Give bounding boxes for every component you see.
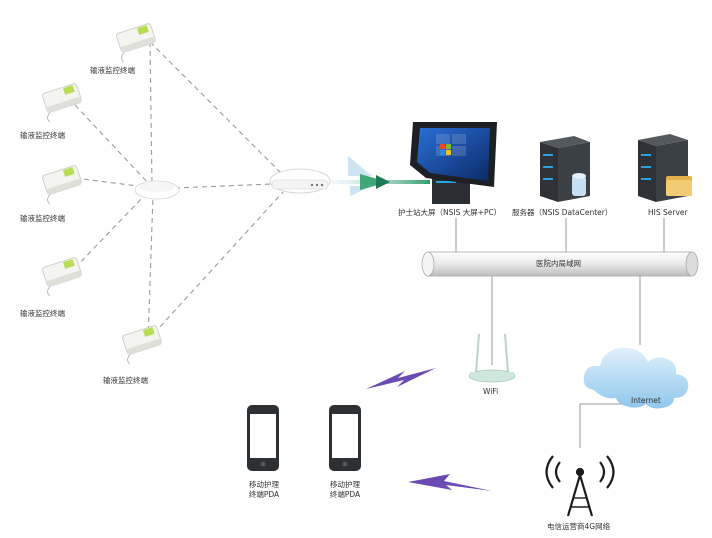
terminal-label-5: 输液监控终端 [103,376,148,385]
datacenter-server [540,136,590,202]
data-beam [330,156,430,196]
cell-tower-label: 电信运营商4G网络 [547,522,611,531]
terminal-label-2: 输液监控终端 [20,131,65,140]
pda-label-1: 移动护理 终端PDA [244,480,284,500]
signal-bolt-wifi [366,368,436,389]
his-server-label: HIS Server [648,208,688,217]
internet-label: Internet [631,396,661,405]
pda-label-2-line1: 移动护理 [330,480,360,489]
datacenter-label: 服务器（NSIS DataCenter） [512,208,613,217]
infusion-terminal-3 [39,164,86,205]
infusion-terminal-1 [113,22,160,63]
wifi-label: WiFi [483,387,499,396]
pda-label-2-line2: 终端PDA [329,489,361,499]
internet-cloud [583,348,689,409]
pda-device-2 [329,405,361,471]
infusion-terminal-2 [39,82,86,123]
infusion-terminal-4 [39,256,86,297]
lan-bus [421,251,699,277]
his-server [638,134,692,202]
wireless-hub [134,180,180,200]
gateway-access-point [269,168,331,194]
signal-bolt-4g [408,474,492,491]
pda-label-2: 移动护理 终端PDA [325,480,365,500]
terminal-label-3: 输液监控终端 [20,214,65,223]
lan-label: 医院内局域网 [536,259,581,268]
cell-tower [545,455,615,517]
nurse-station-screen [410,122,497,204]
pda-device-1 [247,405,279,471]
wifi-router [468,333,516,383]
terminal-links [74,41,284,341]
infusion-terminal-5 [119,324,166,365]
terminal-label-1: 输液监控终端 [90,66,135,75]
pda-label-1-line2: 终端PDA [248,489,280,499]
nurse-screen-label: 护士站大屏（NSIS 大屏+PC） [398,208,502,217]
pda-label-1-line1: 移动护理 [249,480,279,489]
terminal-label-4: 输液监控终端 [20,309,65,318]
